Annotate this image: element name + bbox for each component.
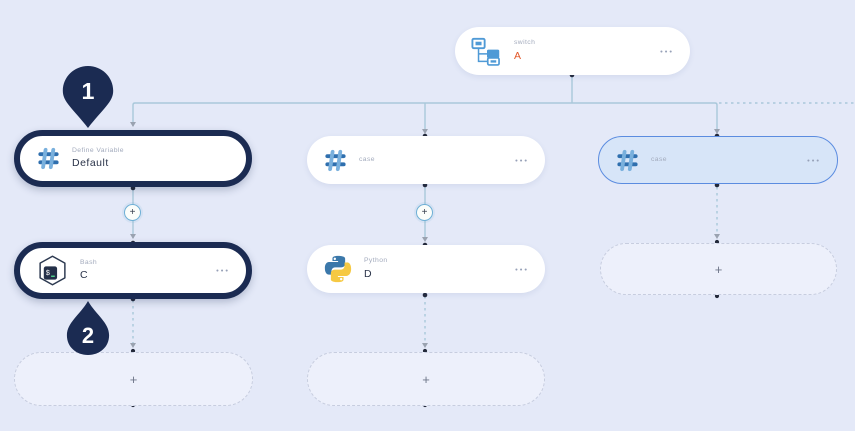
node-case-right[interactable]: case ••• xyxy=(598,136,838,184)
plus-icon: + xyxy=(129,206,136,218)
node-switch[interactable]: switch A ••• xyxy=(455,27,690,75)
svg-text:1: 1 xyxy=(82,78,95,104)
step-marker-2: 2 xyxy=(61,298,115,358)
add-node-placeholder-right[interactable]: + xyxy=(600,243,837,295)
node-type-label: case xyxy=(359,155,375,163)
plus-icon: + xyxy=(421,206,428,218)
node-name: C xyxy=(80,269,89,282)
hash-icon xyxy=(323,148,348,173)
node-name: Default xyxy=(72,157,109,170)
plus-icon: + xyxy=(714,261,723,277)
svg-text:2: 2 xyxy=(82,323,94,348)
step-marker-1: 1 xyxy=(57,64,119,130)
node-bash[interactable]: $ Bash C ••• xyxy=(14,242,252,299)
plus-icon: + xyxy=(129,371,138,387)
hash-icon xyxy=(36,146,61,171)
more-menu-icon[interactable]: ••• xyxy=(216,266,230,275)
node-define-variable[interactable]: Define Variable Default xyxy=(14,130,252,187)
more-menu-icon[interactable]: ••• xyxy=(660,46,674,56)
node-case-middle[interactable]: case ••• xyxy=(307,136,545,184)
more-menu-icon[interactable]: ••• xyxy=(515,155,529,165)
plus-icon: + xyxy=(422,371,430,387)
insert-step-button-middle[interactable]: + xyxy=(416,204,433,221)
python-icon xyxy=(323,254,353,284)
node-type-label: case xyxy=(651,155,667,163)
more-menu-icon[interactable]: ••• xyxy=(807,155,821,165)
node-name: D xyxy=(364,267,373,280)
node-type-label: Define Variable xyxy=(72,146,124,154)
add-node-placeholder-left[interactable]: + xyxy=(14,352,253,406)
switch-icon xyxy=(471,37,503,66)
node-type-label: switch xyxy=(514,39,536,47)
bash-icon: $ xyxy=(36,254,69,287)
hash-icon xyxy=(615,148,640,173)
more-menu-icon[interactable]: ••• xyxy=(515,264,529,274)
node-name: A xyxy=(514,49,522,62)
svg-text:$: $ xyxy=(46,270,51,278)
add-node-placeholder-middle[interactable]: + xyxy=(307,352,545,406)
node-type-label: Bash xyxy=(80,258,98,266)
insert-step-button-left[interactable]: + xyxy=(124,204,141,221)
node-type-label: Python xyxy=(364,257,388,265)
node-python[interactable]: Python D ••• xyxy=(307,245,545,293)
